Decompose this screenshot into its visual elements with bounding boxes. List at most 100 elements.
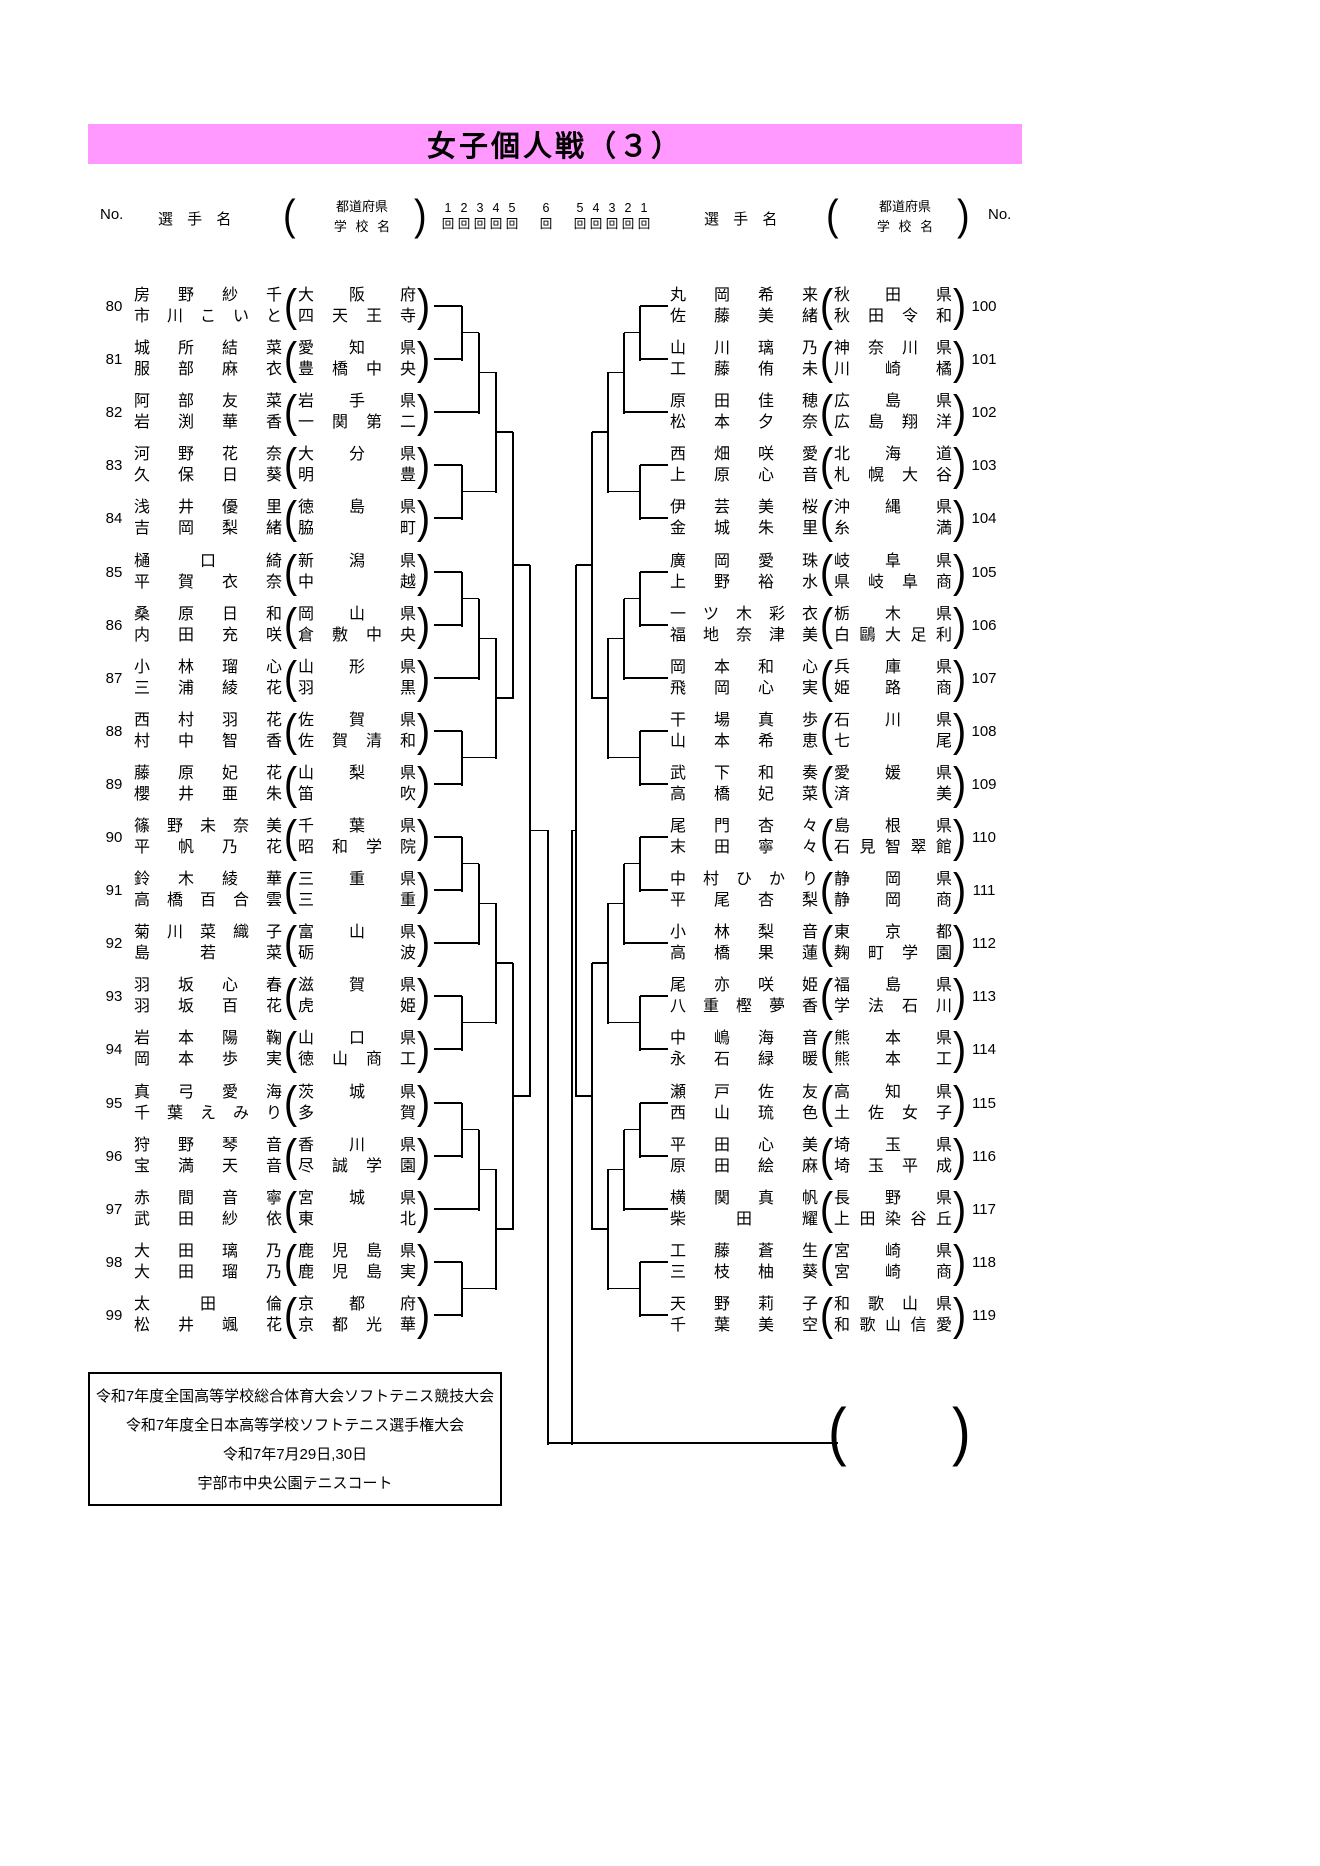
char: 武 [670,765,687,782]
entry-players: 瀬戸佐友西山琉色 [670,1082,818,1124]
char: 浅 [134,499,151,516]
bracket-line [434,571,462,573]
school-bracket-open: ( [283,652,298,703]
char: 華 [221,414,238,431]
bracket-line [607,638,609,759]
bracket-line [607,1169,609,1290]
header-no-right: No. [988,206,1012,223]
player-name: 上野裕水 [670,572,818,593]
char: 川 [713,340,730,357]
char: 満 [935,520,952,537]
char: 来 [801,287,818,304]
char: 美 [757,308,774,325]
player-name: 藤原妃花 [134,763,282,784]
char: 愛 [757,553,774,570]
char: 篠 [134,818,151,835]
char: 妃 [757,786,774,803]
char: 県 [399,659,416,676]
char: 山 [298,1030,315,1047]
char: 商 [935,892,952,909]
bracket-line [576,564,592,566]
char: 音 [265,1137,282,1154]
char: 県 [399,553,416,570]
prefecture-name: 北海道 [834,444,952,465]
char: 令 [901,308,918,325]
char: 倫 [265,1296,282,1313]
char: 賀 [348,712,365,729]
prefecture-name: 徳島県 [298,497,416,518]
player-name: 千葉えみり [134,1103,282,1124]
bracket-entry: 小林梨音高橋果蓮(東京都麹町学園)112 [668,918,1002,967]
char: 里 [265,499,282,516]
prefecture-name: 和歌山県 [834,1294,952,1315]
char: 重 [399,892,416,909]
player-name: 丸岡希来 [670,285,818,306]
header-paren-open-left: ( [283,192,296,240]
bracket-line [495,1169,497,1290]
char: 弓 [177,1084,194,1101]
player-name: 島若菜 [134,943,282,964]
school-name: 石見智翠館 [834,837,952,858]
char: 阿 [134,393,151,410]
char: 清 [365,733,382,750]
char: 豊 [298,361,315,378]
char: 滋 [298,977,315,994]
bracket-line [434,995,462,997]
char: 干 [670,712,687,729]
entry-school: 滋賀県虎姫 [298,975,416,1017]
char: 飛 [670,680,687,697]
char: 明 [298,467,315,484]
school-name: 和歌山信愛 [834,1315,952,1336]
char: 奈 [801,414,818,431]
player-name: 中嶋海音 [670,1028,818,1049]
player-name: 大田瑠乃 [134,1262,282,1283]
school-name: 県岐阜商 [834,572,952,593]
char: 々 [801,839,818,856]
entry-players: 山川璃乃工藤侑未 [670,338,818,380]
char: 紗 [221,1211,238,1228]
char: 大 [298,446,315,463]
char: 静 [834,871,851,888]
school-bracket-close: ) [952,970,967,1021]
char: 和 [935,308,952,325]
char: 部 [177,393,194,410]
school-bracket-close: ) [416,1183,431,1234]
entry-number: 104 [971,509,997,527]
entry-players: 鈴木綾華高橋百合雲 [134,869,282,911]
school-name: 笛吹 [298,784,416,805]
char: 中 [298,574,315,591]
char: 蓮 [801,945,818,962]
char: 県 [935,393,952,410]
char: 恵 [801,733,818,750]
char: 鷗 [859,627,876,644]
bracket-line [434,411,479,413]
char: 熊 [834,1030,851,1047]
round-label-text: 6 [542,201,550,215]
char: 上 [670,467,687,484]
char: 路 [884,680,901,697]
char: 愛 [834,765,851,782]
school-bracket-close: ) [416,1077,431,1128]
char: 島 [365,1243,382,1260]
char: 玉 [884,1137,901,1154]
char: 県 [935,499,952,516]
bracket-line [434,1314,462,1316]
char: 媛 [884,765,901,782]
champion-bracket-close: ) [952,1394,971,1467]
school-bracket-open: ( [819,864,834,915]
bracket-entry: 天野莉子千葉美空(和歌山県和歌山信愛)119 [668,1290,1002,1339]
char: 菜 [265,340,282,357]
char: 中 [177,733,194,750]
char: 緒 [265,520,282,537]
bracket-line [495,903,497,1024]
tournament-date: 令和7年7月29日,30日 [222,1446,368,1463]
school-bracket-open: ( [819,1183,834,1234]
char: 高 [834,1084,851,1101]
bracket-entry: 横関真帆柴田耀(長野県上田染谷丘)117 [668,1183,1002,1234]
player-name: 岩渕華香 [134,412,282,433]
round-label-text: 2 [624,201,632,215]
char: 児 [331,1243,348,1260]
